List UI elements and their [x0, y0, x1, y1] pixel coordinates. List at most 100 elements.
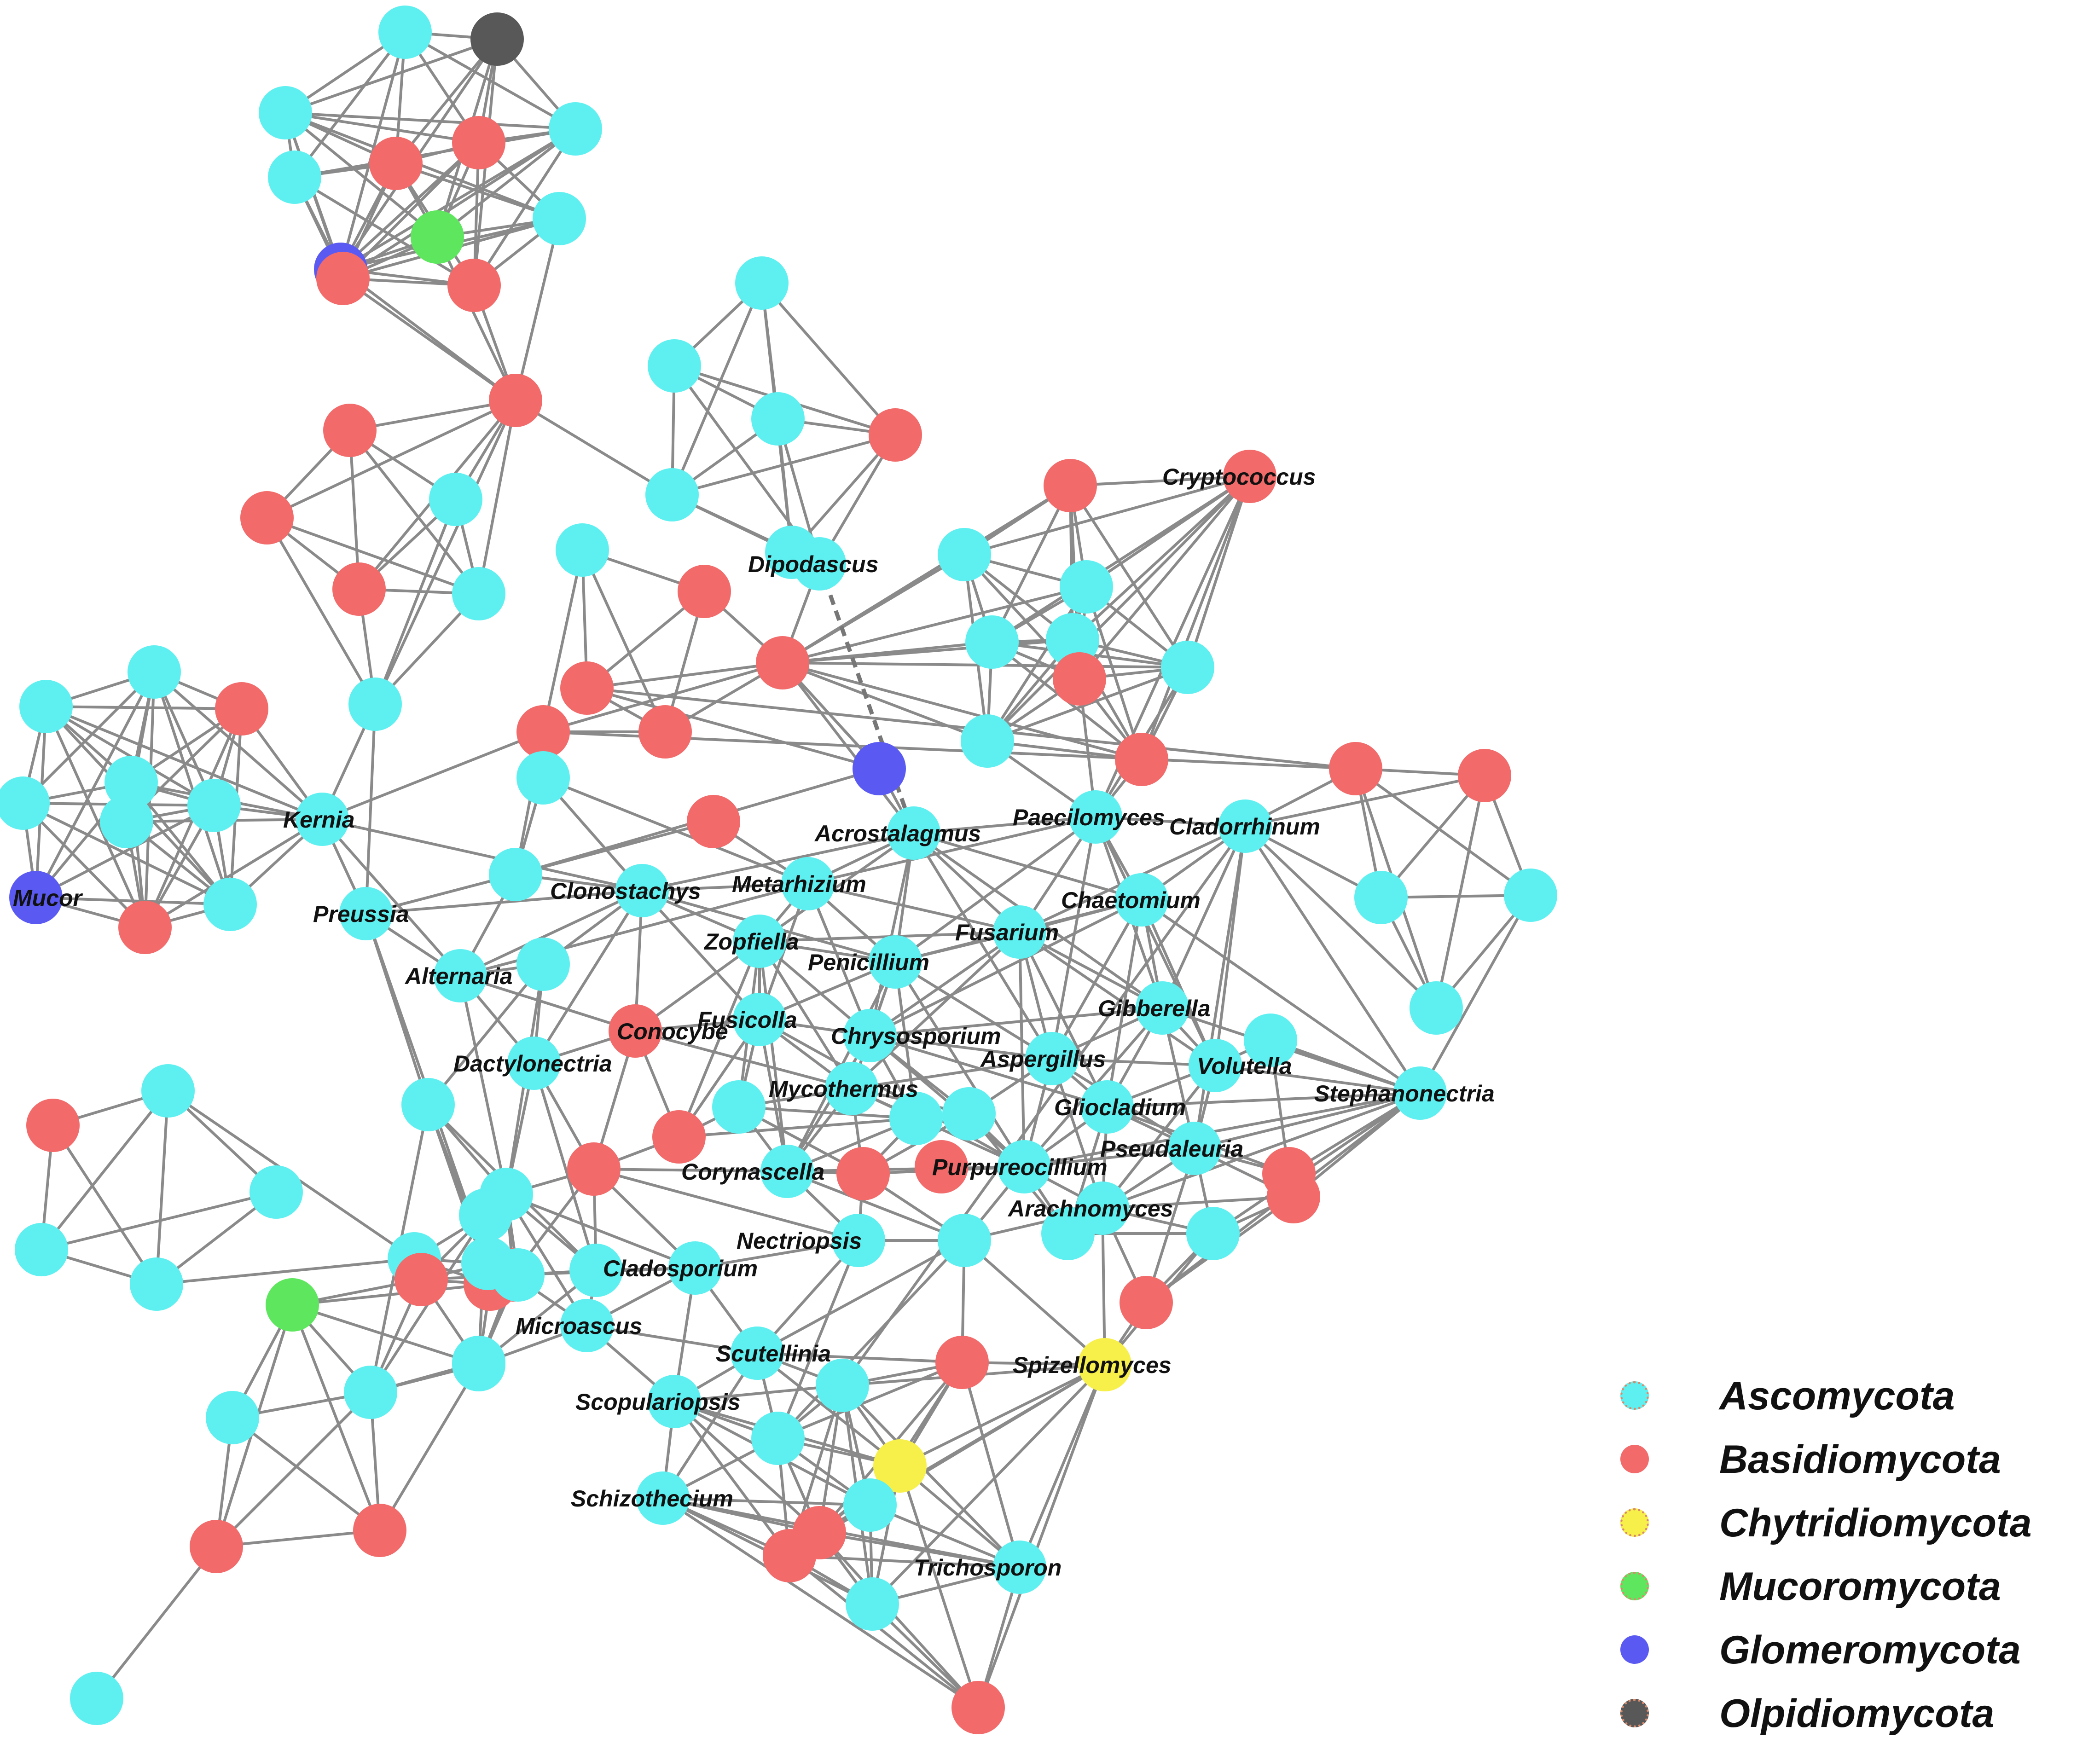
node-sw2[interactable]: [206, 1391, 259, 1444]
node-c1f[interactable]: [369, 137, 423, 190]
node-pseudaleuria[interactable]: [1168, 1122, 1221, 1175]
node-x24[interactable]: [843, 1478, 897, 1532]
node-c1l[interactable]: [316, 252, 370, 305]
node-x3[interactable]: [516, 938, 570, 991]
node-x2[interactable]: [712, 1080, 766, 1134]
node-c1a[interactable]: [378, 6, 432, 59]
node-x21[interactable]: [935, 1336, 989, 1389]
node-x28[interactable]: [951, 1681, 1005, 1734]
node-x20[interactable]: [751, 1412, 805, 1465]
node-d1[interactable]: [735, 256, 789, 310]
node-d3[interactable]: [645, 468, 699, 521]
node-m3[interactable]: [560, 661, 614, 715]
node-k9[interactable]: [100, 795, 153, 848]
node-sw6[interactable]: [452, 1338, 505, 1391]
node-sw7[interactable]: [70, 1672, 123, 1725]
node-dipodascus[interactable]: [793, 537, 846, 591]
node-e4[interactable]: [1504, 869, 1557, 922]
node-gibberella[interactable]: [1136, 981, 1189, 1035]
node-m6[interactable]: [516, 705, 570, 759]
node-m2[interactable]: [678, 565, 731, 618]
node-metarhizium[interactable]: [781, 857, 835, 910]
node-w3[interactable]: [15, 1223, 68, 1276]
node-k8[interactable]: [118, 901, 172, 954]
node-c1b[interactable]: [470, 12, 524, 66]
node-dactylonectria[interactable]: [507, 1037, 561, 1090]
node-k6[interactable]: [187, 779, 241, 832]
node-fusarium[interactable]: [993, 905, 1046, 959]
node-m4[interactable]: [638, 705, 692, 759]
node-r3[interactable]: [1060, 560, 1113, 614]
node-mucor[interactable]: [9, 871, 63, 924]
node-sw5[interactable]: [353, 1504, 406, 1557]
node-cladosporium[interactable]: [668, 1241, 722, 1295]
node-w4[interactable]: [130, 1257, 183, 1311]
node-spizellomyces[interactable]: [1078, 1338, 1131, 1391]
node-c1e[interactable]: [268, 151, 321, 204]
node-m7[interactable]: [853, 742, 906, 795]
node-x18[interactable]: [1120, 1276, 1173, 1329]
node-m5[interactable]: [756, 636, 809, 689]
node-k1[interactable]: [19, 680, 73, 733]
node-k3[interactable]: [215, 682, 268, 736]
node-r1[interactable]: [1044, 459, 1097, 512]
node-c2c[interactable]: [429, 473, 482, 526]
node-schizothecium[interactable]: [636, 1471, 690, 1525]
node-c1c[interactable]: [259, 86, 312, 139]
node-x13[interactable]: [1244, 1014, 1297, 1067]
node-purpureocillium[interactable]: [998, 1140, 1051, 1193]
node-chrysosporium[interactable]: [843, 1009, 897, 1062]
node-r9[interactable]: [1115, 733, 1168, 786]
node-x19[interactable]: [938, 1214, 991, 1267]
node-w8[interactable]: [394, 1253, 448, 1306]
node-e2[interactable]: [1458, 749, 1511, 802]
node-sw4[interactable]: [190, 1520, 243, 1573]
node-k2[interactable]: [128, 645, 181, 699]
node-e5[interactable]: [1410, 981, 1463, 1035]
node-w11[interactable]: [491, 1248, 545, 1302]
node-k5[interactable]: [104, 756, 158, 809]
node-c2b[interactable]: [240, 491, 294, 544]
node-sw3[interactable]: [344, 1366, 397, 1419]
node-c1d[interactable]: [549, 102, 602, 156]
node-k7[interactable]: [203, 878, 257, 931]
node-sw1[interactable]: [266, 1278, 319, 1332]
node-x15[interactable]: [1041, 1207, 1095, 1260]
node-m9[interactable]: [516, 751, 570, 805]
node-aspergillus[interactable]: [1025, 1032, 1079, 1085]
node-e3[interactable]: [1354, 871, 1408, 924]
node-penicillium[interactable]: [869, 935, 922, 989]
node-scopulariopsis[interactable]: [648, 1375, 701, 1428]
node-c1i[interactable]: [411, 210, 464, 264]
node-nectriopsis[interactable]: [832, 1214, 885, 1267]
node-alternaria[interactable]: [434, 949, 487, 1002]
node-zopfiella[interactable]: [733, 915, 786, 968]
node-e1[interactable]: [1329, 742, 1382, 795]
node-stephanonectria[interactable]: [1393, 1066, 1447, 1120]
node-d5[interactable]: [869, 408, 922, 462]
node-x9[interactable]: [567, 1142, 621, 1196]
node-c2e[interactable]: [452, 567, 505, 620]
node-m1[interactable]: [556, 523, 609, 577]
node-x17[interactable]: [1267, 1170, 1320, 1223]
node-hub1[interactable]: [489, 374, 542, 427]
node-w2[interactable]: [141, 1064, 195, 1118]
node-r4[interactable]: [965, 615, 1019, 669]
node-x6[interactable]: [836, 1147, 890, 1200]
node-x22[interactable]: [816, 1359, 869, 1412]
node-r6[interactable]: [1053, 652, 1106, 706]
node-d4[interactable]: [751, 392, 805, 446]
node-w1[interactable]: [26, 1099, 80, 1152]
node-r2[interactable]: [938, 528, 991, 581]
node-x11[interactable]: [942, 1087, 996, 1141]
node-acrostalagmus[interactable]: [887, 806, 940, 860]
node-paecilomyces[interactable]: [1069, 790, 1122, 844]
node-k4[interactable]: [0, 776, 50, 830]
node-cladorrhinum[interactable]: [1218, 799, 1272, 853]
node-gliocladium[interactable]: [1080, 1080, 1134, 1134]
node-c2d[interactable]: [332, 562, 386, 616]
node-d2[interactable]: [648, 339, 701, 393]
node-x23[interactable]: [873, 1439, 927, 1493]
node-c2f[interactable]: [348, 678, 402, 731]
node-c1h[interactable]: [533, 192, 586, 245]
